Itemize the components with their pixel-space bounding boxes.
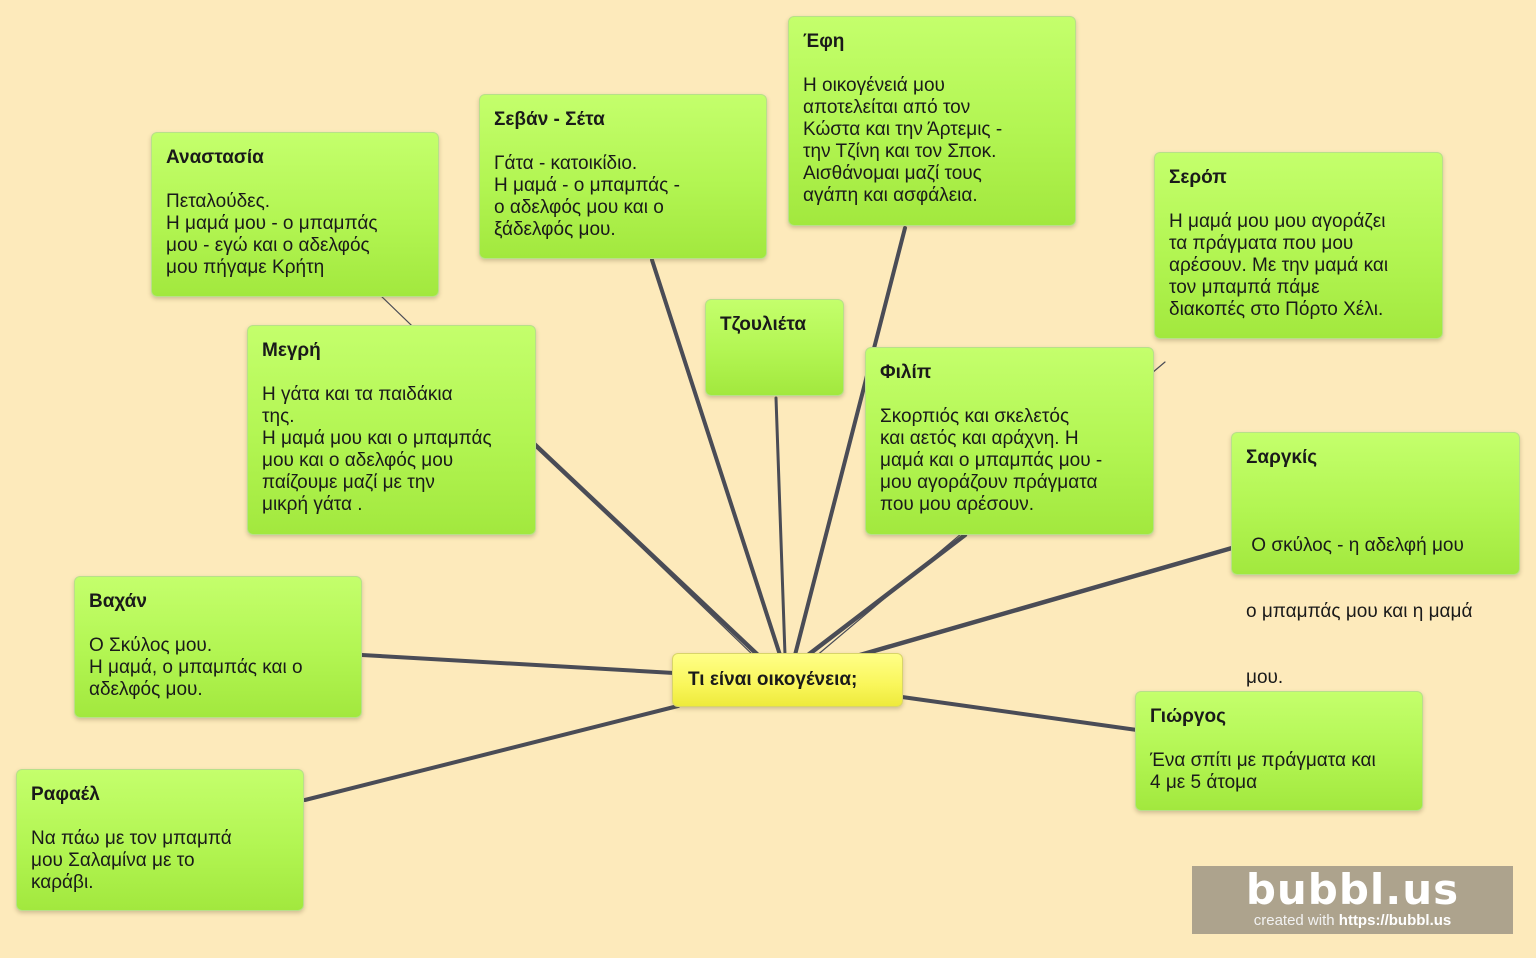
node-title: Βαχάν: [89, 591, 147, 612]
node-giorgos[interactable]: Γιώργος Ένα σπίτι με πράγματα και 4 με 5…: [1135, 691, 1423, 811]
link-rafael: [303, 704, 680, 802]
node-text-line: ο αδελφός μου και ο: [494, 197, 664, 218]
node-text-line: ο μπαμπάς μου και η μαμά: [1246, 601, 1473, 622]
link-giorgos: [900, 695, 1139, 732]
node-text-line: 4 με 5 άτομα: [1150, 772, 1258, 793]
node-anastasia[interactable]: Αναστασία Πεταλούδες. Η μαμά μου - ο μπα…: [151, 132, 439, 297]
node-text-line: καράβι.: [31, 872, 94, 893]
node-text-line: Η γάτα και τα παιδάκια: [262, 384, 453, 405]
node-text-line: μικρή γάτα .: [262, 494, 363, 515]
node-filip[interactable]: Φιλίπ Σκορπιός και σκελετός και αετός κα…: [865, 347, 1154, 535]
node-title: Ραφαέλ: [31, 784, 100, 805]
node-text: Πεταλούδες. Η μαμά μου - ο μπαμπάς μου -…: [166, 191, 424, 279]
node-text-line: Αισθάνομαι μαζί τους: [803, 163, 982, 184]
node-text-line: Η μαμά μου μου αγοράζει: [1169, 211, 1386, 232]
node-text: Γάτα - κατοικίδιο. Η μαμά - ο μπαμπάς - …: [494, 153, 752, 241]
node-text: Να πάω με τον μπαμπά μου Σαλαμίνα με το …: [31, 828, 289, 894]
node-text: Η γάτα και τα παιδάκια της. Η μαμά μου κ…: [262, 384, 521, 516]
node-vachan[interactable]: Βαχάν Ο Σκύλος μου. Η μαμά, ο μπαμπάς κα…: [74, 576, 362, 718]
node-text-line: τον μπαμπά πάμε: [1169, 277, 1320, 298]
node-title: Μεγρή: [262, 340, 321, 361]
bubblus-watermark[interactable]: bubbl.us created with https://bubbl.us: [1192, 866, 1513, 934]
node-text: Ο σκύλος - η αδελφή μου ο μπαμπάς μου κα…: [1246, 491, 1505, 733]
link-sargkis: [857, 545, 1235, 658]
node-text: Η μαμά μου μου αγοράζει τα πράγματα που …: [1169, 211, 1428, 321]
node-text-line: αποτελείται από τον: [803, 97, 971, 118]
node-text-line: και αετός και αράχνη. Η: [880, 428, 1079, 449]
node-text-line: Η μαμά μου και ο μπαμπάς: [262, 428, 492, 449]
node-title: Σαργκίς: [1246, 447, 1318, 468]
node-text-line: μου.: [1246, 667, 1284, 688]
node-text-line: που μου αρέσουν.: [880, 494, 1034, 515]
node-sevan-seta[interactable]: Σεβάν - Σέτα Γάτα - κατοικίδιο. Η μαμά -…: [479, 94, 767, 259]
node-efi[interactable]: Έφη Η οικογένειά μου αποτελείται από τον…: [788, 16, 1076, 226]
node-text-line: αγάπη και ασφάλεια.: [803, 185, 978, 206]
link-megri: [527, 437, 763, 660]
node-text: Ένα σπίτι με πράγματα και 4 με 5 άτομα: [1150, 750, 1408, 794]
node-rafael[interactable]: Ραφαέλ Να πάω με τον μπαμπά μου Σαλαμίνα…: [16, 769, 304, 911]
node-text-line: μου αγοράζουν πράγματα: [880, 472, 1098, 493]
node-text-line: μου Σαλαμίνα με το: [31, 850, 195, 871]
node-text-line: μαμά και ο μπαμπάς μου -: [880, 450, 1103, 471]
node-text-line: μου και ο αδελφός μου: [262, 450, 454, 471]
node-text-line: παίζουμε μαζί με την: [262, 472, 435, 493]
node-text-line: Η μαμά μου - ο μπαμπάς: [166, 213, 378, 234]
link-vachan: [360, 653, 676, 675]
node-text-line: αρέσουν. Με την μαμά και: [1169, 255, 1389, 276]
node-text-line: Γάτα - κατοικίδιο.: [494, 153, 638, 174]
node-megri[interactable]: Μεγρή Η γάτα και τα παιδάκια της. Η μαμά…: [247, 325, 536, 535]
node-title: Σεβάν - Σέτα: [494, 109, 605, 130]
node-text-line: μου πήγαμε Κρήτη: [166, 257, 325, 278]
node-text-line: Κώστα και την Άρτεμις -: [803, 119, 1003, 140]
node-title: Έφη: [803, 31, 845, 52]
link-filip: [805, 532, 968, 658]
node-text-line: τα πράγματα που μου: [1169, 233, 1354, 254]
node-text-line: Σκορπιός και σκελετός: [880, 406, 1070, 427]
node-title: Γιώργος: [1150, 706, 1226, 727]
link-efi: [793, 226, 907, 657]
node-text-line: διακοπές στο Πόρτο Χέλι.: [1169, 299, 1384, 320]
created-with-text: created with https://bubbl.us: [1192, 912, 1513, 930]
node-text-line: μου - εγώ και ο αδελφός: [166, 235, 370, 256]
bubblus-logo: bubbl.us: [1245, 865, 1460, 914]
node-text-line: Η μαμά, ο μπαμπάς και ο: [89, 657, 303, 678]
node-text-line: της.: [262, 406, 295, 427]
node-text-line: Η οικογένειά μου: [803, 75, 945, 96]
node-text-line: την Τζίνη και τον Σποκ.: [803, 141, 997, 162]
node-text-line: ξάδελφός μου.: [494, 219, 616, 240]
node-serop[interactable]: Σερόπ Η μαμά μου μου αγοράζει τα πράγματ…: [1154, 152, 1443, 339]
node-text-line: Ο Σκύλος μου.: [89, 635, 213, 656]
node-text-line: Πεταλούδες.: [166, 191, 271, 212]
node-tzoulieta[interactable]: Τζουλιέτα: [705, 299, 844, 396]
node-sargkis[interactable]: Σαργκίς Ο σκύλος - η αδελφή μου ο μπαμπά…: [1231, 432, 1520, 688]
node-text: Σκορπιός και σκελετός και αετός και αράχ…: [880, 406, 1139, 516]
node-title: Αναστασία: [166, 147, 264, 168]
node-text-line: Να πάω με τον μπαμπά: [31, 828, 232, 849]
node-text-line: Ένα σπίτι με πράγματα και: [1150, 750, 1376, 771]
central-topic[interactable]: Τι είναι οικογένεια;: [672, 653, 903, 707]
node-title: Φιλίπ: [880, 362, 932, 383]
node-title: Σερόπ: [1169, 167, 1227, 188]
created-with-label: created with: [1253, 912, 1339, 929]
node-text-line: Ο σκύλος - η αδελφή μου: [1246, 535, 1464, 556]
node-title: Τζουλιέτα: [720, 314, 807, 335]
node-text: Ο Σκύλος μου. Η μαμά, ο μπαμπάς και ο αδ…: [89, 635, 347, 701]
node-text-line: Η μαμά - ο μπαμπάς -: [494, 175, 680, 196]
bubblus-link[interactable]: https://bubbl.us: [1338, 912, 1452, 929]
link-sevan-seta: [650, 258, 782, 657]
node-text: Η οικογένειά μου αποτελείται από τον Κώσ…: [803, 75, 1061, 207]
link-tzoulieta: [774, 396, 787, 657]
node-text-line: αδελφός μου.: [89, 679, 203, 700]
